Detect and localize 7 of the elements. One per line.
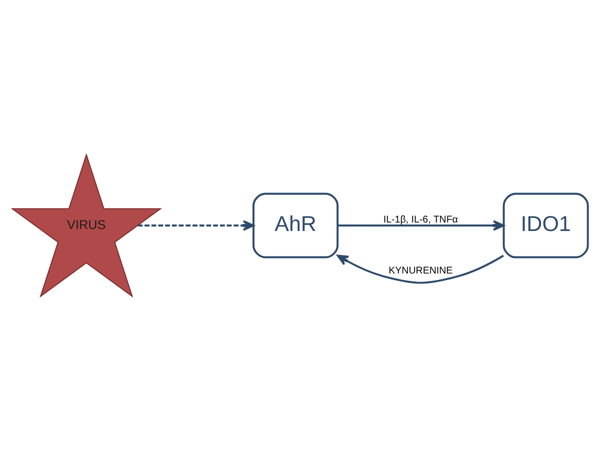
node-box: AhR (252, 192, 339, 258)
node-box: IDO1 (502, 192, 589, 258)
edge-label: IL-1β, IL-6, TNFα (383, 214, 458, 226)
arrow (138, 220, 254, 230)
arrow (338, 220, 504, 230)
edge-label: KYNURENINE (388, 264, 453, 276)
arrow (336, 254, 504, 284)
